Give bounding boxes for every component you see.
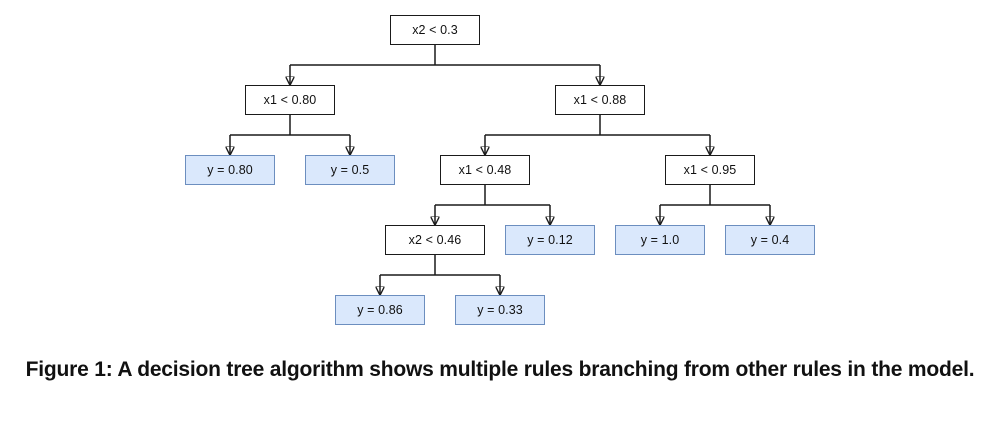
decision-node-x1-lt-088: x1 < 0.88: [555, 85, 645, 115]
decision-node-x1-lt-095: x1 < 0.95: [665, 155, 755, 185]
leaf-node-y-086: y = 0.86: [335, 295, 425, 325]
leaf-node-y-033: y = 0.33: [455, 295, 545, 325]
leaf-node-y-012: y = 0.12: [505, 225, 595, 255]
leaf-node-y-080: y = 0.80: [185, 155, 275, 185]
decision-node-x1-lt-048: x1 < 0.48: [440, 155, 530, 185]
edge-x1-048-to-level4: [435, 185, 550, 224]
edge-x2-046-to-leaves: [380, 255, 500, 294]
edge-x1-088-to-level3: [485, 115, 710, 154]
tree-connectors: [0, 45, 1000, 345]
edge-x1-080-to-leaves: [230, 115, 350, 154]
edge-root-to-level2: [290, 45, 600, 84]
decision-node-x2-lt-046: x2 < 0.46: [385, 225, 485, 255]
leaf-node-y-04: y = 0.4: [725, 225, 815, 255]
leaf-node-y-05: y = 0.5: [305, 155, 395, 185]
edge-x1-095-to-leaves: [660, 185, 770, 224]
leaf-node-y-10: y = 1.0: [615, 225, 705, 255]
figure-caption: Figure 1: A decision tree algorithm show…: [25, 358, 975, 381]
decision-node-root: x2 < 0.3: [390, 15, 480, 45]
decision-node-x1-lt-080: x1 < 0.80: [245, 85, 335, 115]
